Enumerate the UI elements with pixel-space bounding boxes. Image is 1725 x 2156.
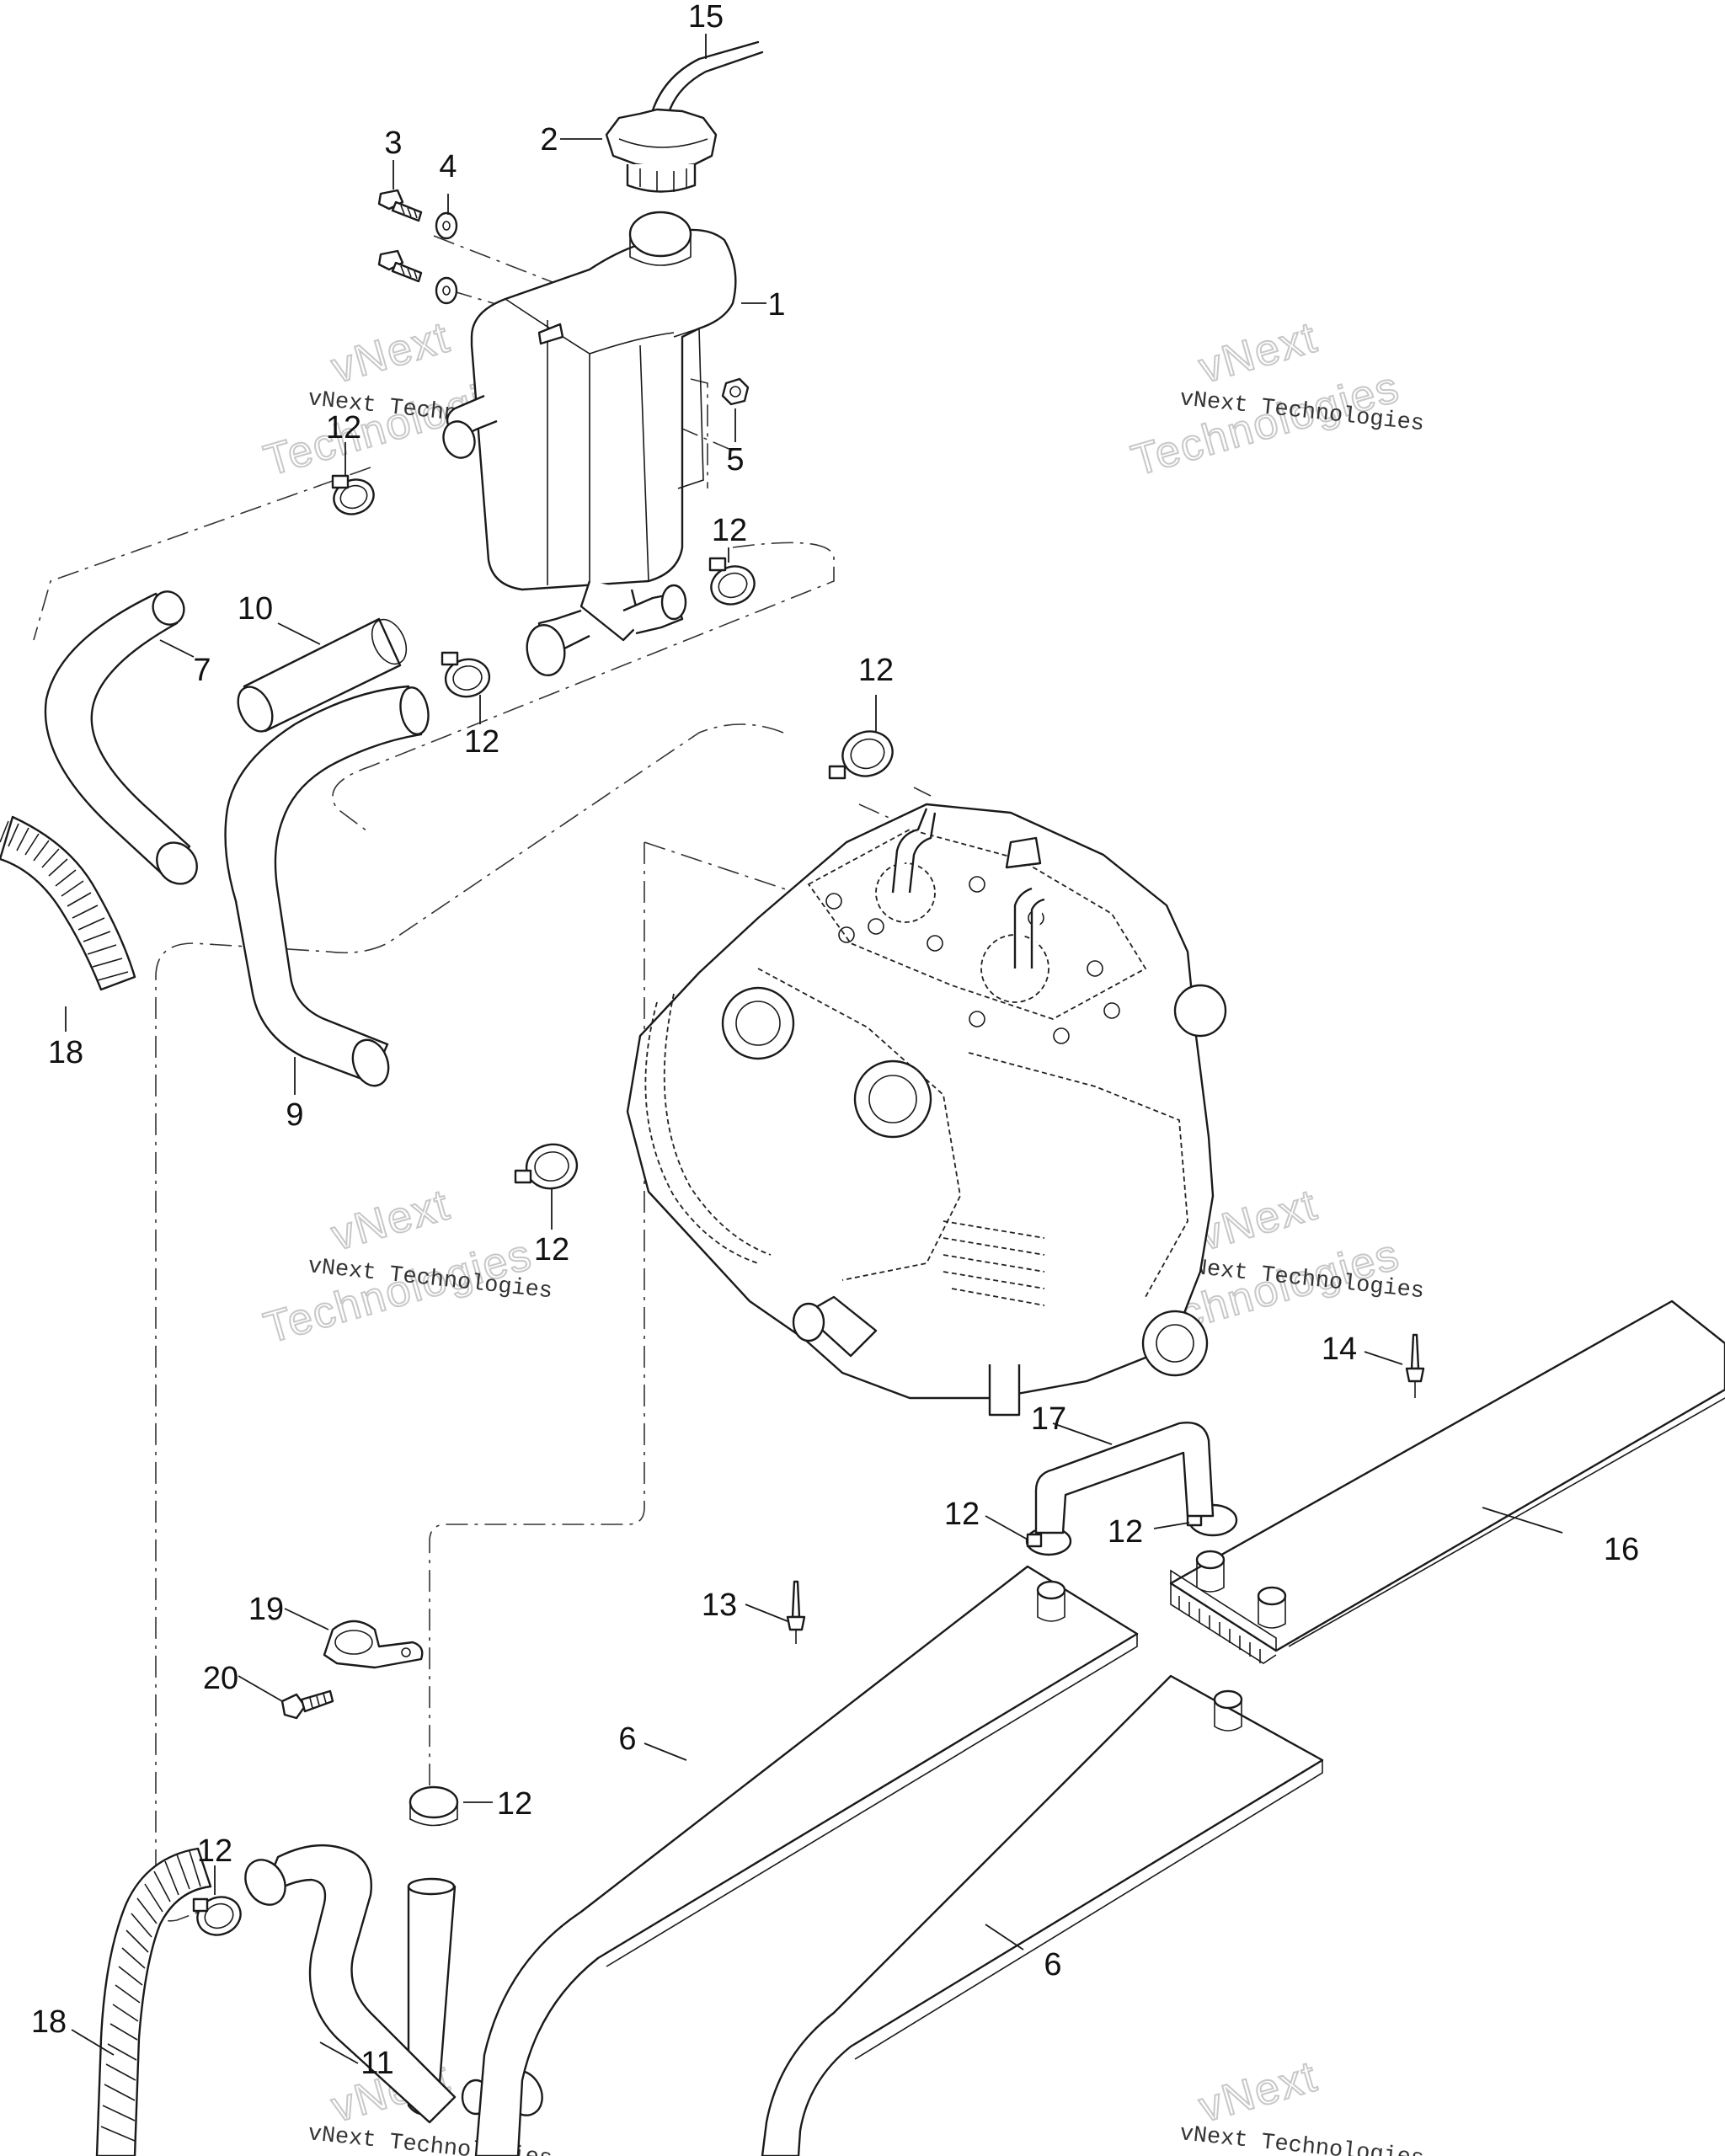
callout-12c: 12 [464,724,499,760]
engine-assembly [626,803,1227,1417]
clamp-12-f [1025,1526,1072,1556]
rivet-13 [786,1580,806,1644]
callout-6b: 6 [1044,1947,1061,1983]
callout-18b: 18 [31,2004,67,2040]
hose-10 [237,617,408,733]
washer-4-lower [435,276,458,305]
callout-19: 19 [248,1592,284,1627]
callout-12e: 12 [534,1232,569,1267]
heat-exchanger-6-lower [761,1674,1324,2156]
watermark-big-line1: vNext [326,1180,455,1260]
callout-12f: 12 [944,1497,980,1532]
callout-20: 20 [203,1661,238,1696]
clamp-12-d [828,730,894,780]
bracket-19 [323,1620,424,1669]
callout-17: 17 [1031,1401,1066,1437]
callout-16: 16 [1604,1532,1639,1567]
clamp-12-e [514,1143,579,1190]
corrugated-hose-18-upper [0,815,136,991]
callout-12i: 12 [197,1833,232,1869]
callouts: 15 2 3 4 1 5 12 12 10 7 12 12 18 9 12 14… [31,0,1639,2081]
screw-3-upper [377,189,423,222]
callout-3: 3 [384,125,402,161]
hose-17 [1034,1422,1215,1534]
clamp-12-h [409,1785,459,1827]
callout-4: 4 [439,149,457,184]
callout-5: 5 [726,442,744,478]
callout-9: 9 [286,1097,303,1133]
pressure-cap-2 [605,108,718,193]
coolant-reservoir-1 [442,211,737,676]
callout-6a: 6 [618,1721,636,1757]
clamp-12-a [331,474,375,515]
callout-2: 2 [540,122,558,157]
callout-1: 1 [767,287,785,323]
callout-15: 15 [688,0,724,35]
hose-7 [44,590,198,885]
clamp-12-i [192,1896,242,1936]
callout-10: 10 [238,591,273,627]
heat-exchanger-16 [1169,1299,1725,1664]
watermark-top-right: vNext Technologies vNext Technologies [1125,312,1425,486]
hose-11 [244,1844,457,2124]
corrugated-hose-18-lower [95,1847,212,2156]
screw-20 [280,1689,334,1720]
watermark-big-line1: vNext [1194,2052,1322,2132]
watermark-big-line1: vNext [326,312,455,392]
callout-11: 11 [360,2046,393,2081]
callout-18a: 18 [48,1035,83,1070]
watermark-bottom-right: vNext vNext Technologies [1178,2051,1425,2156]
clamp-12-c [441,651,491,698]
screw-3-lower [377,249,423,283]
rivet-14 [1405,1333,1425,1398]
callout-12h: 12 [497,1786,532,1822]
callout-12b: 12 [712,513,747,548]
watermark-small: vNext Technologies [1178,2121,1425,2156]
hose-9 [224,685,430,1087]
heat-exchanger-6-upper [474,1565,1139,2156]
callout-13: 13 [702,1588,737,1623]
nut-5 [721,377,750,406]
watermark-mid-left: vNext Technologies vNext Technologies [258,1179,553,1353]
callout-7: 7 [193,653,211,688]
watermark-big-line1: vNext [1194,312,1322,392]
callout-12g: 12 [1108,1514,1143,1550]
callout-14: 14 [1322,1331,1357,1367]
leader-lines [65,34,1563,2064]
callout-12d: 12 [858,653,894,688]
clamp-12-b [708,557,756,606]
washer-4-upper [435,211,458,240]
callout-12a: 12 [326,410,361,446]
